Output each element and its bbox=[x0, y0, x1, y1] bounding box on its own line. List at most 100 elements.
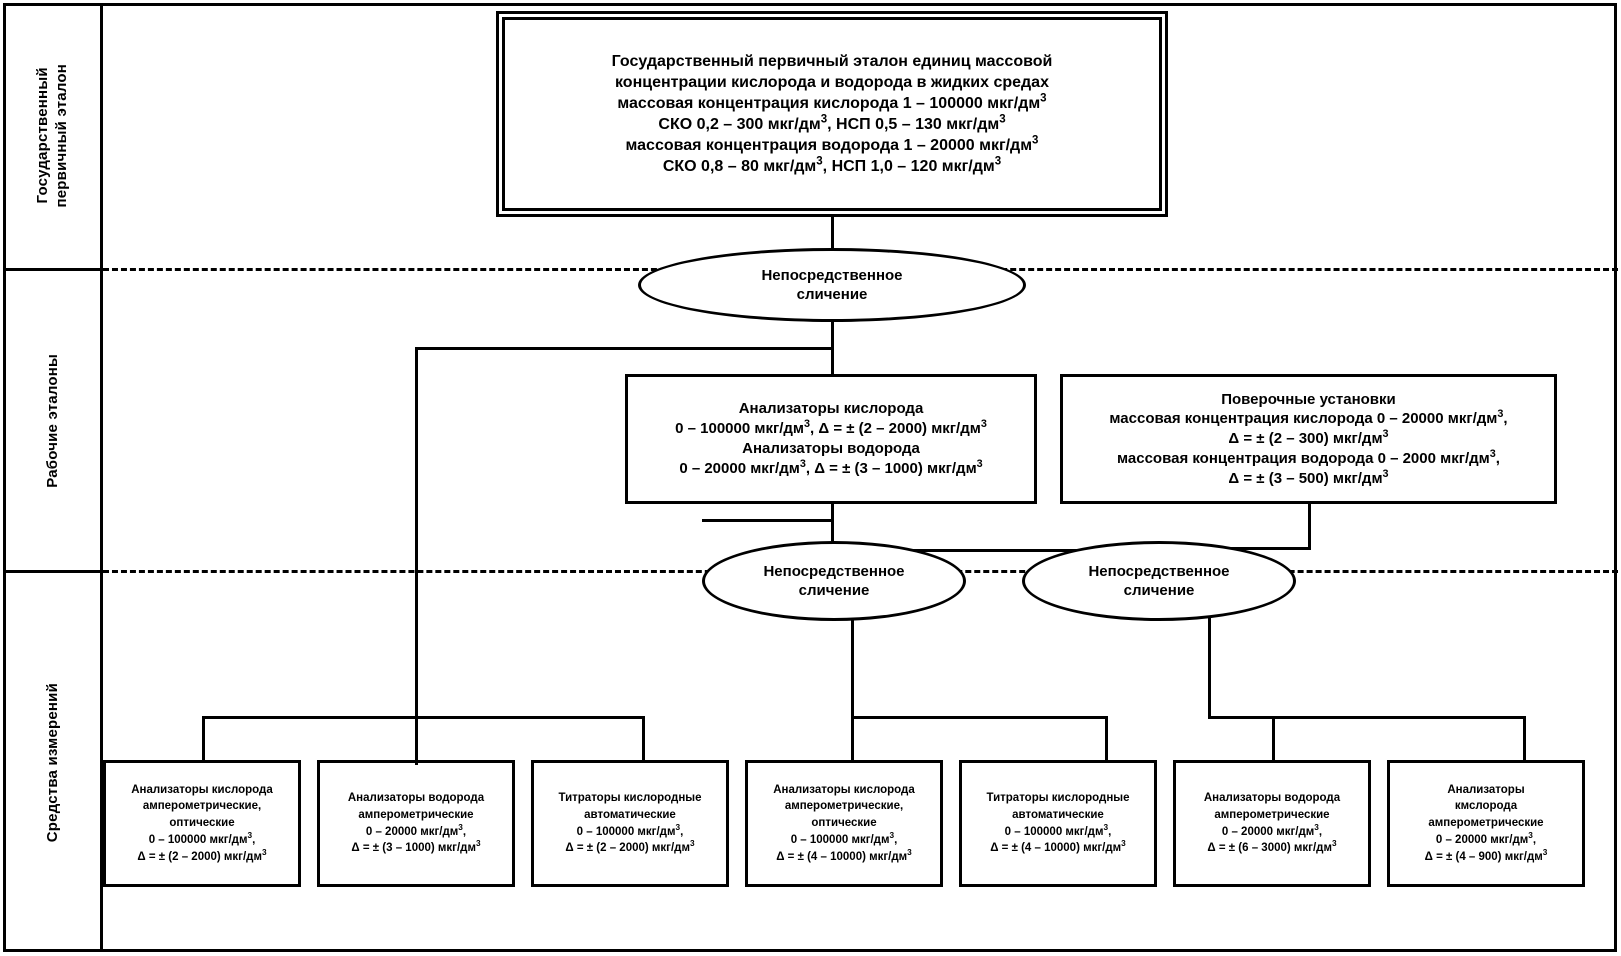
instrument-box-1[interactable]: Анализаторы кислорода амперометрические,… bbox=[103, 760, 301, 887]
connector-bus-left-to-mi-1 bbox=[202, 716, 205, 763]
mi-4-line-2: амперометрические, bbox=[784, 800, 904, 813]
transfer-method-top[interactable]: Непосредственное сличение bbox=[638, 248, 1026, 322]
instrument-box-5-text: Титраторы кислородные автоматические 0 –… bbox=[978, 788, 1137, 859]
mi-5-line-2: автоматические bbox=[1012, 808, 1104, 821]
mi-1-line-2: амперометрические, bbox=[142, 800, 262, 813]
mi-4-line-5: Δ = ± (4 – 10000) мкг/дм3 bbox=[776, 847, 912, 863]
instrument-box-2[interactable]: Анализаторы водорода амперометрические 0… bbox=[317, 760, 515, 887]
mi-7-line-4: 0 – 20000 мкг/дм3, bbox=[1435, 831, 1537, 846]
mi-7-line-3: амперометрические bbox=[1428, 817, 1544, 830]
connector-bus-right-to-mi-7 bbox=[1523, 716, 1526, 763]
mi-6-line-3: 0 – 20000 мкг/дм3, bbox=[1221, 822, 1323, 838]
sidebar-divider bbox=[100, 3, 103, 952]
connector-long-left-vertical bbox=[415, 347, 418, 765]
instrument-box-7-text: Анализаторы кмслорода амперометрические … bbox=[1417, 780, 1556, 867]
instrument-box-5[interactable]: Титраторы кислородные автоматические 0 –… bbox=[959, 760, 1157, 887]
instrument-box-6-text: Анализаторы водорода амперометрические 0… bbox=[1196, 788, 1348, 859]
tier-label-instruments: Средства измерений bbox=[3, 573, 103, 952]
instrument-box-4[interactable]: Анализаторы кислорода амперометрические,… bbox=[745, 760, 943, 887]
connector-analyzers-down bbox=[831, 501, 834, 521]
instrument-box-7[interactable]: Анализаторы кмслорода амперометрические … bbox=[1387, 760, 1585, 887]
working-rigs-line-1: Поверочные установки bbox=[1221, 390, 1396, 408]
working-rigs-line-3: Δ = ± (2 – 300) мкг/дм3 bbox=[1228, 428, 1389, 448]
instrument-bus-middle bbox=[851, 716, 1108, 719]
transfer-left-line-2: сличение bbox=[798, 582, 870, 599]
mi-7-line-2: кмслорода bbox=[1454, 800, 1518, 813]
connector-transfer-top-down bbox=[831, 318, 834, 350]
mi-1-line-4: 0 – 100000 мкг/дм3, bbox=[148, 831, 256, 846]
instrument-box-4-text: Анализаторы кислорода амперометрические,… bbox=[765, 780, 923, 867]
connector-bus-to-transfer-left bbox=[702, 519, 834, 522]
connector-transfer-left-down bbox=[851, 618, 854, 718]
mi-4-line-1: Анализаторы кислорода bbox=[773, 783, 915, 796]
transfer-right-line-2: сличение bbox=[1123, 582, 1195, 599]
working-standard-analyzers-box[interactable]: Анализаторы кислорода 0 – 100000 мкг/дм3… bbox=[625, 374, 1037, 504]
connector-bus-middle-to-mi-5 bbox=[1105, 716, 1108, 763]
mi-4-line-3: оптические bbox=[811, 817, 877, 830]
primary-standard-text: Государственный первичный эталон единиц … bbox=[604, 49, 1061, 180]
mi-2-line-3: 0 – 20000 мкг/дм3, bbox=[365, 822, 467, 838]
connector-rigs-bus bbox=[1190, 547, 1311, 550]
transfer-method-left-text: Непосредственное сличение bbox=[763, 562, 904, 601]
tier-label-primary-text: Государственный первичный эталон bbox=[34, 63, 70, 208]
connector-to-working-analyzers bbox=[831, 347, 834, 377]
transfer-top-line-1: Непосредственное bbox=[761, 266, 903, 284]
instrument-box-3[interactable]: Титраторы кислородные автоматические 0 –… bbox=[531, 760, 729, 887]
primary-standard-line-3: массовая концентрация кислорода 1 – 1000… bbox=[617, 92, 1047, 112]
connector-bus-right-to-mi-6 bbox=[1272, 716, 1275, 763]
mi-6-line-4: Δ = ± (6 – 3000) мкг/дм3 bbox=[1207, 839, 1337, 855]
mi-4-line-4: 0 – 100000 мкг/дм3, bbox=[790, 831, 898, 846]
working-rigs-line-5: Δ = ± (3 – 500) мкг/дм3 bbox=[1228, 467, 1389, 487]
mi-2-line-2: амперометрические bbox=[358, 808, 474, 821]
mi-3-line-2: автоматические bbox=[584, 808, 676, 821]
connector-transfer-right-down bbox=[1208, 618, 1211, 718]
instrument-box-6[interactable]: Анализаторы водорода амперометрические 0… bbox=[1173, 760, 1371, 887]
working-analyzers-line-3: Анализаторы водорода bbox=[742, 440, 920, 457]
mi-2-line-1: Анализаторы водорода bbox=[347, 792, 485, 805]
primary-standard-line-5: массовая концентрация водорода 1 – 20000… bbox=[625, 134, 1039, 155]
transfer-left-line-1: Непосредственное bbox=[763, 562, 905, 580]
transfer-method-top-text: Непосредственное сличение bbox=[761, 266, 902, 305]
instrument-bus-left bbox=[202, 716, 645, 719]
working-rigs-line-4: массовая концентрация водорода 0 – 2000 … bbox=[1117, 447, 1500, 467]
mi-7-line-5: Δ = ± (4 – 900) мкг/дм3 bbox=[1424, 847, 1548, 863]
diagram-frame bbox=[3, 3, 1617, 952]
working-standard-rigs-text: Поверочные установки массовая концентрац… bbox=[1101, 388, 1515, 491]
instrument-box-3-text: Титраторы кислородные автоматические 0 –… bbox=[550, 788, 709, 859]
instrument-box-1-text: Анализаторы кислорода амперометрические,… bbox=[123, 780, 281, 867]
mi-5-line-4: Δ = ± (4 – 10000) мкг/дм3 bbox=[990, 839, 1126, 855]
primary-standard-box[interactable]: Государственный первичный эталон единиц … bbox=[496, 11, 1168, 217]
primary-standard-line-6: СКО 0,8 – 80 мкг/дм3, НСП 1,0 – 120 мкг/… bbox=[662, 155, 1002, 176]
mi-1-line-1: Анализаторы кислорода bbox=[131, 783, 273, 796]
working-analyzers-line-2: 0 – 100000 мкг/дм3, Δ = ± (2 – 2000) мкг… bbox=[675, 418, 987, 438]
connector-bus-left-to-mi-3 bbox=[642, 716, 645, 763]
mi-6-line-1: Анализаторы водорода bbox=[1203, 792, 1341, 805]
tier-divider-1-solid bbox=[3, 268, 103, 271]
transfer-right-line-1: Непосредственное bbox=[1088, 562, 1230, 580]
working-analyzers-line-1: Анализаторы кислорода bbox=[738, 400, 924, 418]
mi-1-line-5: Δ = ± (2 – 2000) мкг/дм3 bbox=[137, 847, 267, 863]
working-analyzers-line-4: 0 – 20000 мкг/дм3, Δ = ± (3 – 1000) мкг/… bbox=[679, 457, 983, 477]
primary-standard-line-4: СКО 0,2 – 300 мкг/дм3, НСП 0,5 – 130 мкг… bbox=[658, 113, 1006, 133]
mi-3-line-1: Титраторы кислородные bbox=[558, 792, 702, 805]
connector-bus-left-to-mi-2 bbox=[415, 716, 418, 763]
connector-bus-working-branch bbox=[415, 347, 834, 350]
mi-5-line-3: 0 – 100000 мкг/дм3, bbox=[1004, 822, 1112, 838]
mi-3-line-3: 0 – 100000 мкг/дм3, bbox=[576, 822, 684, 838]
transfer-method-right[interactable]: Непосредственное сличение bbox=[1022, 541, 1296, 621]
working-rigs-line-2: массовая концентрация кислорода 0 – 2000… bbox=[1109, 408, 1508, 428]
primary-standard-line-2: концентрации кислорода и водорода в жидк… bbox=[615, 73, 1049, 91]
tier-label-working: Рабочие эталоны bbox=[3, 271, 103, 570]
instrument-box-2-text: Анализаторы водорода амперометрические 0… bbox=[340, 788, 492, 859]
tier-divider-2-solid bbox=[3, 570, 103, 573]
transfer-method-left[interactable]: Непосредственное сличение bbox=[702, 541, 966, 621]
working-standard-rigs-box[interactable]: Поверочные установки массовая концентрац… bbox=[1060, 374, 1557, 504]
mi-7-line-1: Анализаторы bbox=[1447, 783, 1525, 796]
mi-1-line-3: оптические bbox=[169, 817, 235, 830]
primary-standard-line-1: Государственный первичный эталон единиц … bbox=[611, 52, 1053, 70]
connector-primary-to-transfer-top bbox=[831, 217, 834, 252]
connector-bus-middle-to-mi-4 bbox=[851, 716, 854, 763]
tier-label-instruments-text: Средства измерений bbox=[43, 682, 61, 843]
mi-6-line-2: амперометрические bbox=[1214, 808, 1330, 821]
mi-3-line-4: Δ = ± (2 – 2000) мкг/дм3 bbox=[565, 839, 695, 855]
